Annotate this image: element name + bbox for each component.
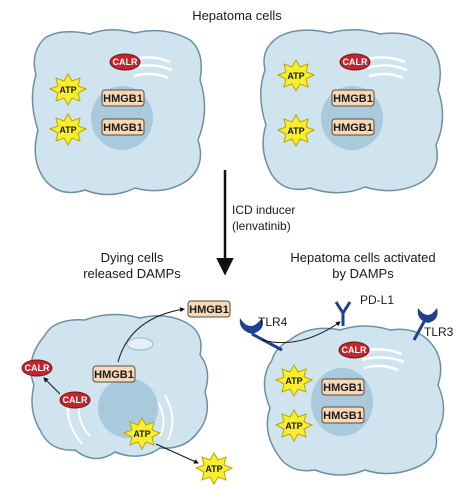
hmgb1-box: HMGB1 — [101, 89, 145, 107]
tlr3-label: TLR3 — [424, 325, 454, 339]
calr-release-arrow — [43, 377, 61, 395]
atp-label: ATP — [205, 464, 222, 474]
tlr4-signal-arrow — [261, 321, 341, 344]
dying-cell: HMGB1 ATP CALR — [30, 313, 209, 460]
hmgb1-label: HMGB1 — [189, 304, 229, 316]
tlr3-receptor: TLR3 — [412, 308, 454, 341]
arrow-label-line1: ICD inducer — [232, 203, 295, 217]
atp-starburst-released: ATP — [194, 451, 234, 486]
hmgb1-label: HMGB1 — [94, 369, 134, 381]
atp-starburst: ATP — [48, 112, 88, 147]
hmgb1-label: HMGB1 — [333, 122, 373, 134]
atp-label: ATP — [133, 429, 150, 439]
atp-label: ATP — [285, 376, 302, 386]
hmgb1-label: HMGB1 — [333, 93, 373, 105]
activated-cells-title-line2: by DAMPs — [332, 266, 394, 281]
atp-starburst: ATP — [274, 408, 314, 443]
calr-label: CALR — [342, 345, 367, 355]
calr-label: CALR — [63, 395, 88, 405]
calr-label: CALR — [113, 57, 138, 67]
atp-starburst: ATP — [276, 58, 316, 93]
atp-starburst: ATP — [274, 363, 314, 398]
dying-cells-title-line2: released DAMPs — [83, 266, 181, 281]
tlr4-receptor: TLR4 — [239, 315, 288, 352]
atp-release-arrow — [155, 443, 199, 464]
calr-badge-released: CALR — [21, 359, 53, 377]
hepatoma-cell-top-right: CALR HMGB1 HMGB1 ATP ATP — [260, 29, 444, 194]
activated-cell: CALR HMGB1 HMGB1 ATP ATP — [263, 325, 445, 476]
hmgb1-box: HMGB1 — [321, 378, 365, 396]
calr-badge: CALR — [109, 53, 141, 71]
hmgb1-label: HMGB1 — [323, 382, 363, 394]
figure-title: Hepatoma cells — [192, 8, 282, 23]
hepatoma-cell-top-left: CALR HMGB1 HMGB1 ATP ATP — [31, 29, 206, 196]
hmgb1-label: HMGB1 — [103, 122, 143, 134]
hmgb1-box: HMGB1 — [331, 118, 375, 136]
calr-badge: CALR — [339, 53, 371, 71]
calr-label: CALR — [25, 363, 50, 373]
hmgb1-label: HMGB1 — [323, 410, 363, 422]
pdl1-label: PD-L1 — [360, 293, 394, 307]
atp-starburst: ATP — [122, 416, 162, 451]
atp-label: ATP — [59, 85, 76, 95]
atp-starburst: ATP — [48, 72, 88, 107]
pdl1-protein: PD-L1 — [334, 293, 394, 326]
atp-label: ATP — [285, 421, 302, 431]
atp-label: ATP — [59, 125, 76, 135]
hmgb1-box: HMGB1 — [331, 89, 375, 107]
tlr4-label: TLR4 — [258, 315, 288, 329]
atp-label: ATP — [287, 126, 304, 136]
calr-label: CALR — [343, 57, 368, 67]
hmgb1-box: HMGB1 — [101, 118, 145, 136]
calr-badge: CALR — [59, 391, 91, 409]
hmgb1-box: HMGB1 — [92, 365, 136, 383]
activated-cells-title-line1: Hepatoma cells activated — [290, 250, 435, 265]
hmgb1-label: HMGB1 — [103, 93, 143, 105]
arrow-label-line2: (lenvatinib) — [232, 219, 291, 233]
nucleus — [311, 368, 373, 436]
hmgb1-box-released: HMGB1 — [187, 300, 231, 318]
atp-starburst: ATP — [276, 113, 316, 148]
mitochondrion — [126, 337, 154, 351]
dying-cells-title-line1: Dying cells — [101, 250, 164, 265]
hmgb1-release-arrow — [117, 307, 185, 363]
atp-label: ATP — [287, 71, 304, 81]
calr-badge: CALR — [338, 341, 370, 359]
hmgb1-box: HMGB1 — [321, 406, 365, 424]
